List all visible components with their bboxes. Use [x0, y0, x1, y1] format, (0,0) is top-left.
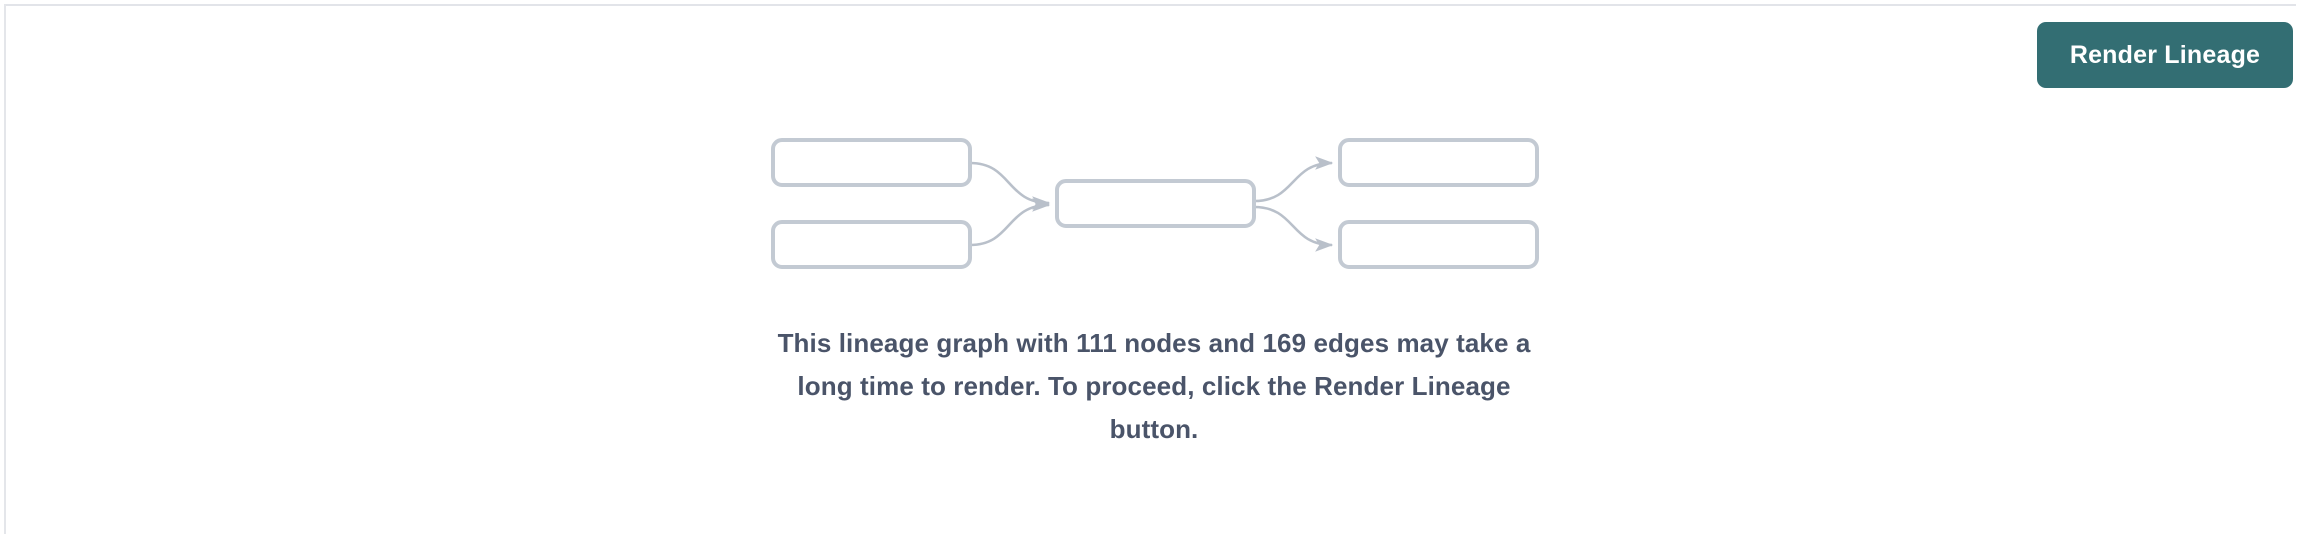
top-divider	[5, 4, 2296, 6]
edge-center-to-downstream-2	[1253, 205, 1334, 252]
left-divider	[4, 4, 6, 534]
placeholder-node-downstream-2	[1338, 220, 1539, 269]
placeholder-node-upstream-1	[771, 138, 972, 187]
placeholder-node-upstream-2	[771, 220, 972, 269]
lineage-warning-message: This lineage graph with 111 nodes and 16…	[777, 328, 1531, 444]
placeholder-node-downstream-1	[1338, 138, 1539, 187]
edge-upstream-2-to-center	[969, 198, 1051, 247]
edge-upstream-1-to-center	[969, 161, 1051, 210]
render-lineage-button[interactable]: Render Lineage	[2037, 22, 2293, 88]
edge-center-to-downstream-1	[1253, 156, 1334, 203]
placeholder-node-center	[1055, 179, 1256, 228]
